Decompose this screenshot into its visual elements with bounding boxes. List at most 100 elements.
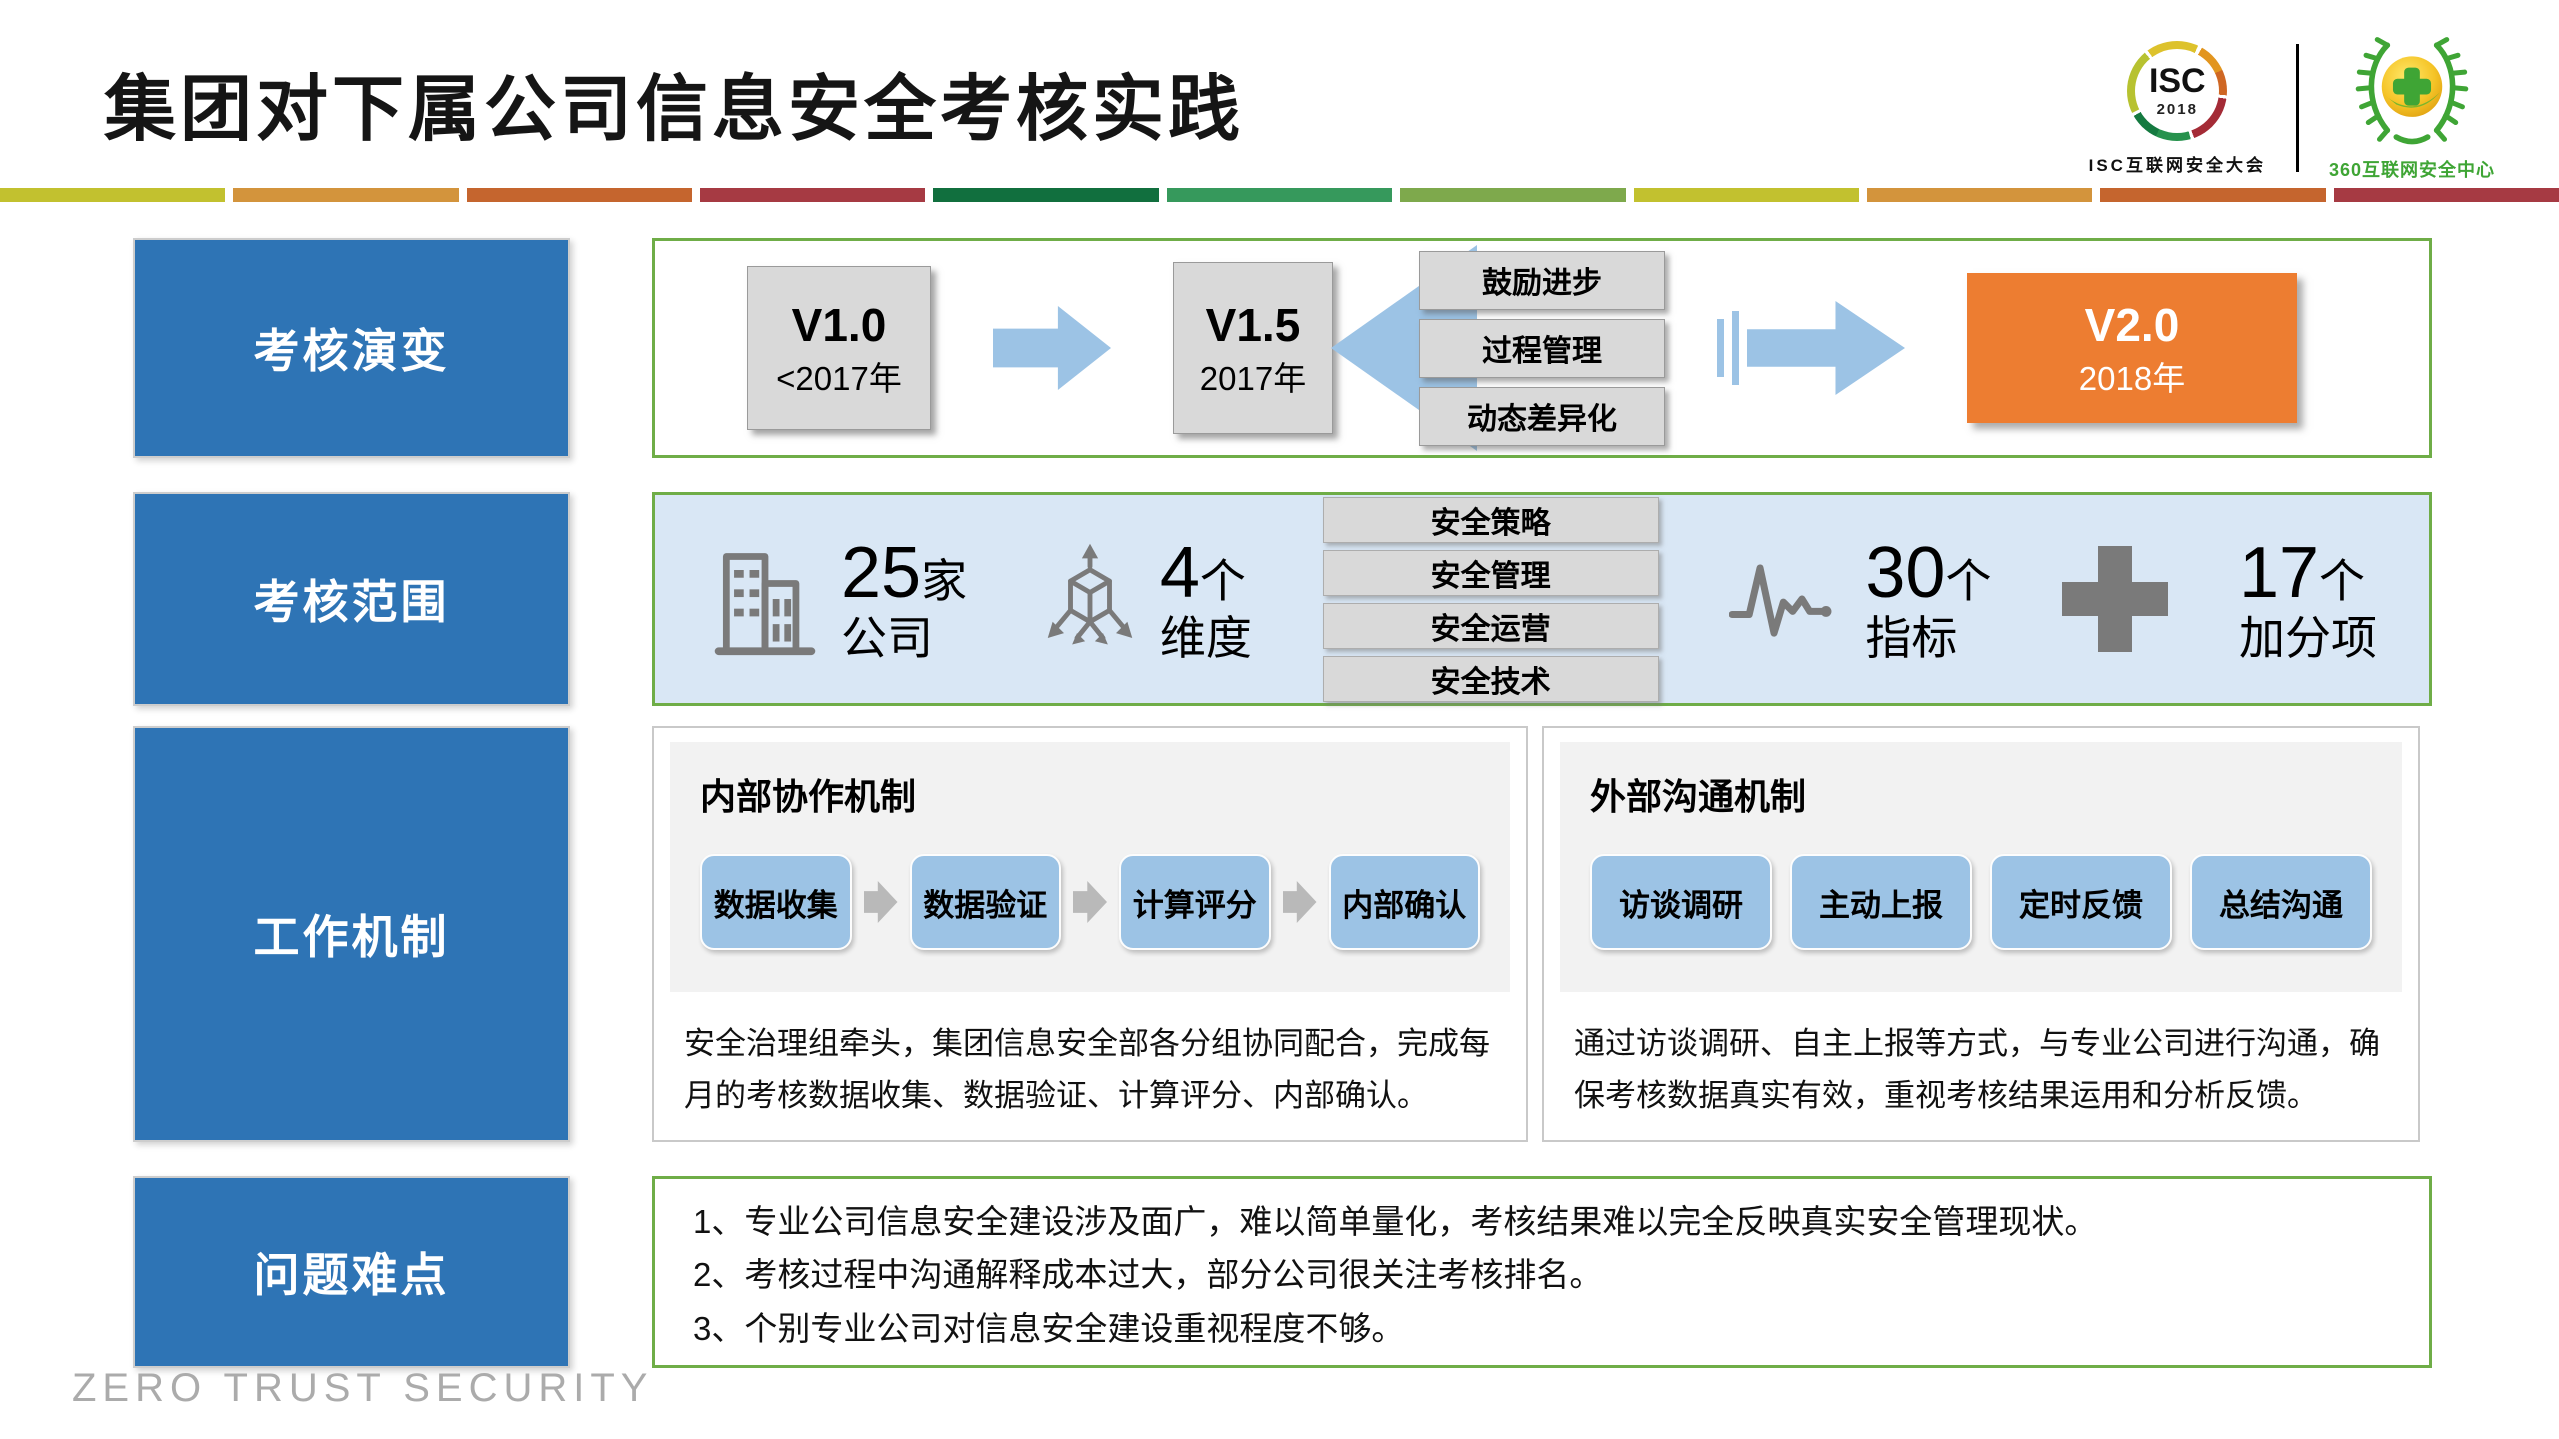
sidebar-label: 考核范围	[253, 576, 450, 628]
step-arrow-icon	[863, 881, 898, 923]
logo-360: 360互联网安全中心	[2329, 34, 2495, 182]
isc-logo-text: ISC	[2148, 62, 2206, 100]
cube-icon	[1047, 543, 1133, 645]
problem-item: 3、个别专业公司对信息安全建设重视程度不够。	[693, 1309, 1405, 1347]
stat-noun: 公司	[841, 612, 933, 665]
step-box: 访谈调研	[1590, 854, 1772, 950]
isc-ring-center: ISC 2018	[2135, 48, 2220, 133]
step-box: 内部确认	[1328, 854, 1480, 950]
version-box-v2: V2.0 2018年	[1967, 273, 2297, 423]
stat-text: 17个 加分项	[2239, 534, 2377, 664]
sidebar-label: 问题难点	[253, 1249, 450, 1301]
logo-area: ISC 2018 ISC互联网安全大会	[2089, 34, 2495, 182]
stripe-segment	[2333, 188, 2559, 202]
divider-stripe	[0, 188, 2559, 202]
version-label: V1.5	[1205, 298, 1301, 351]
version-period: 2018年	[2078, 359, 2186, 397]
feature-item: 过程管理	[1419, 318, 1665, 378]
evolution-row: V1.0 <2017年 V1.5 2017年 鼓励进步 过程管理 动态差异化 V…	[652, 238, 2432, 458]
building-icon	[714, 553, 816, 656]
sidebar-item-problems: 问题难点	[133, 1176, 570, 1368]
version-box-v1: V1.0 <2017年	[747, 266, 931, 430]
step-box: 定时反馈	[1990, 854, 2172, 950]
stat-unit: 个	[2319, 555, 2366, 608]
external-steps-row: 访谈调研 主动上报 定时反馈 总结沟通	[1590, 854, 2372, 950]
feature-item: 鼓励进步	[1419, 250, 1665, 310]
dimension-item: 安全技术	[1322, 655, 1659, 702]
isc-ring-icon: ISC 2018	[2127, 40, 2228, 141]
stripe-segment	[466, 188, 693, 202]
stat-text: 25家 公司	[841, 534, 967, 664]
zero-trust-watermark: ZERO TRUST SECURITY	[72, 1366, 654, 1410]
isc-logo-caption: ISC互联网安全大会	[2088, 155, 2266, 175]
stat-number: 30	[1865, 533, 1946, 614]
stat-line1: 17个	[2239, 534, 2377, 613]
stat-noun: 加分项	[2238, 612, 2377, 665]
internal-mechanism-panel: 内部协作机制 数据收集 数据验证 计算评分 内部确认 安全治理组牵头，集团信息安…	[652, 726, 1528, 1142]
sidebar-item-scope: 考核范围	[133, 492, 570, 706]
stripe-segment	[0, 188, 226, 202]
internal-steps-flow: 数据收集 数据验证 计算评分 内部确认	[700, 854, 1480, 950]
isc-logo: ISC 2018 ISC互联网安全大会	[2088, 40, 2266, 176]
step-box: 总结沟通	[2190, 854, 2372, 950]
stripe-segment	[1866, 188, 2093, 202]
stat-number: 4	[1159, 533, 1200, 614]
stat-noun: 维度	[1159, 612, 1252, 665]
panel-header-area: 内部协作机制 数据收集 数据验证 计算评分 内部确认	[670, 742, 1510, 992]
feature-list: 鼓励进步 过程管理 动态差异化	[1419, 250, 1665, 446]
problems-row: 1、专业公司信息安全建设涉及面广，难以简单量化，考核结果难以完全反映真实安全管理…	[652, 1176, 2432, 1368]
version-period: 2017年	[1199, 359, 1307, 397]
right-arrow-icon	[993, 306, 1111, 390]
panel-header-area: 外部沟通机制 访谈调研 主动上报 定时反馈 总结沟通	[1560, 742, 2402, 992]
isc-logo-year: 2018	[2156, 101, 2198, 118]
problem-item: 2、考核过程中沟通解释成本过大，部分公司很关注考核排名。	[693, 1256, 1603, 1293]
panel-heading: 外部沟通机制	[1590, 776, 1807, 817]
360-logo-caption: 360互联网安全中心	[2328, 160, 2495, 180]
step-box: 数据验证	[909, 854, 1061, 950]
stripe-segment	[2100, 188, 2326, 202]
panel-description: 安全治理组牵头，集团信息安全部各分组协同配合，完成每月的考核数据收集、数据验证、…	[684, 1026, 1490, 1114]
dimension-list: 安全策略 安全管理 安全运营 安全技术	[1322, 496, 1659, 702]
striped-arrow-icon	[1717, 301, 1905, 395]
stat-noun: 指标	[1865, 612, 1958, 665]
stripe-segment	[1633, 188, 1859, 202]
step-arrow-icon	[1073, 881, 1107, 923]
logo-divider	[2295, 44, 2299, 172]
stripe-segment	[1400, 188, 1626, 202]
360-wreath-icon	[2355, 37, 2469, 145]
stripe-segment	[933, 188, 1159, 202]
problem-item: 1、专业公司信息安全建设涉及面广，难以简单量化，考核结果难以完全反映真实安全管理…	[693, 1202, 2098, 1240]
version-period: <2017年	[776, 359, 902, 397]
version-label: V2.0	[2084, 298, 2180, 351]
arrow-stripe-bar	[1732, 311, 1739, 385]
sidebar-item-evolution: 考核演变	[133, 238, 570, 458]
stat-dimensions: 4个 维度	[1038, 534, 1252, 664]
dimension-item: 安全管理	[1322, 549, 1659, 596]
stat-line1: 30个	[1865, 534, 1991, 613]
plus-icon	[2062, 546, 2169, 652]
stripe-segment	[233, 188, 459, 202]
stripe-segment	[1166, 188, 1393, 202]
pulse-icon	[1729, 564, 1832, 637]
external-mechanism-panel: 外部沟通机制 访谈调研 主动上报 定时反馈 总结沟通 通过访谈调研、自主上报等方…	[1542, 726, 2420, 1142]
stripe-segment	[700, 188, 926, 202]
arrow-stripe-bar	[1717, 319, 1724, 377]
stat-indicators: 30个 指标	[1729, 534, 1991, 664]
scope-row: 25家 公司 4个 维度 安	[652, 492, 2432, 706]
step-arrow-icon	[1282, 881, 1317, 923]
sidebar-item-mechanism: 工作机制	[133, 726, 570, 1142]
panel-heading: 内部协作机制	[700, 776, 917, 817]
arrow-head	[1747, 301, 1905, 395]
page-title: 集团对下属公司信息安全考核实践	[104, 70, 1245, 150]
stat-text: 4个 维度	[1160, 534, 1252, 664]
feature-item: 动态差异化	[1419, 386, 1665, 446]
step-box: 数据收集	[700, 854, 852, 950]
stat-unit: 个	[1199, 555, 1246, 608]
sidebar-label: 考核演变	[253, 325, 450, 377]
dimension-item: 安全策略	[1322, 496, 1659, 543]
version-box-v1-5: V1.5 2017年	[1173, 262, 1333, 434]
dimension-item: 安全运营	[1322, 602, 1659, 649]
stat-bonus: 17个 加分项	[2239, 534, 2377, 664]
step-box: 主动上报	[1790, 854, 1972, 950]
stat-text: 30个 指标	[1865, 534, 1991, 664]
